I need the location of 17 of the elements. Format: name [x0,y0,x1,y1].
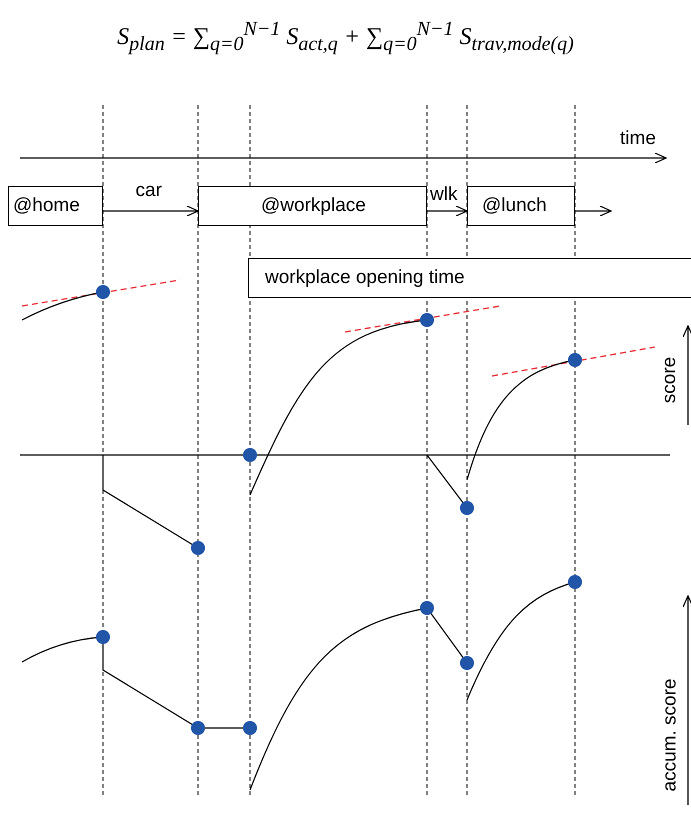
travel-arrow [575,205,612,217]
travel-arrow [427,205,468,217]
activity-label: @home [13,195,80,217]
travel-arrow [103,205,199,217]
activity-label: @workplace [261,195,366,217]
activity-label: @lunch [482,195,547,217]
axis-label: score [659,356,682,404]
axis-label: time [620,128,656,150]
edge-label: wlk [430,184,458,206]
time-window-bar [248,258,691,298]
activity-box [467,186,575,226]
activity-box [198,186,427,226]
edge-label: car [136,180,162,202]
axis-label: accum. score [659,678,681,792]
activity-label: workplace opening time [265,267,465,289]
formula: S$_{plan}$ = ∑$_{q=0}$$^{N−1}$ S$_{act,q}$ + ∑$_{q=0}$$^{N−1}$ S$_{trav,mode(q)}$ [116,18,575,56]
activity-box [8,186,103,226]
